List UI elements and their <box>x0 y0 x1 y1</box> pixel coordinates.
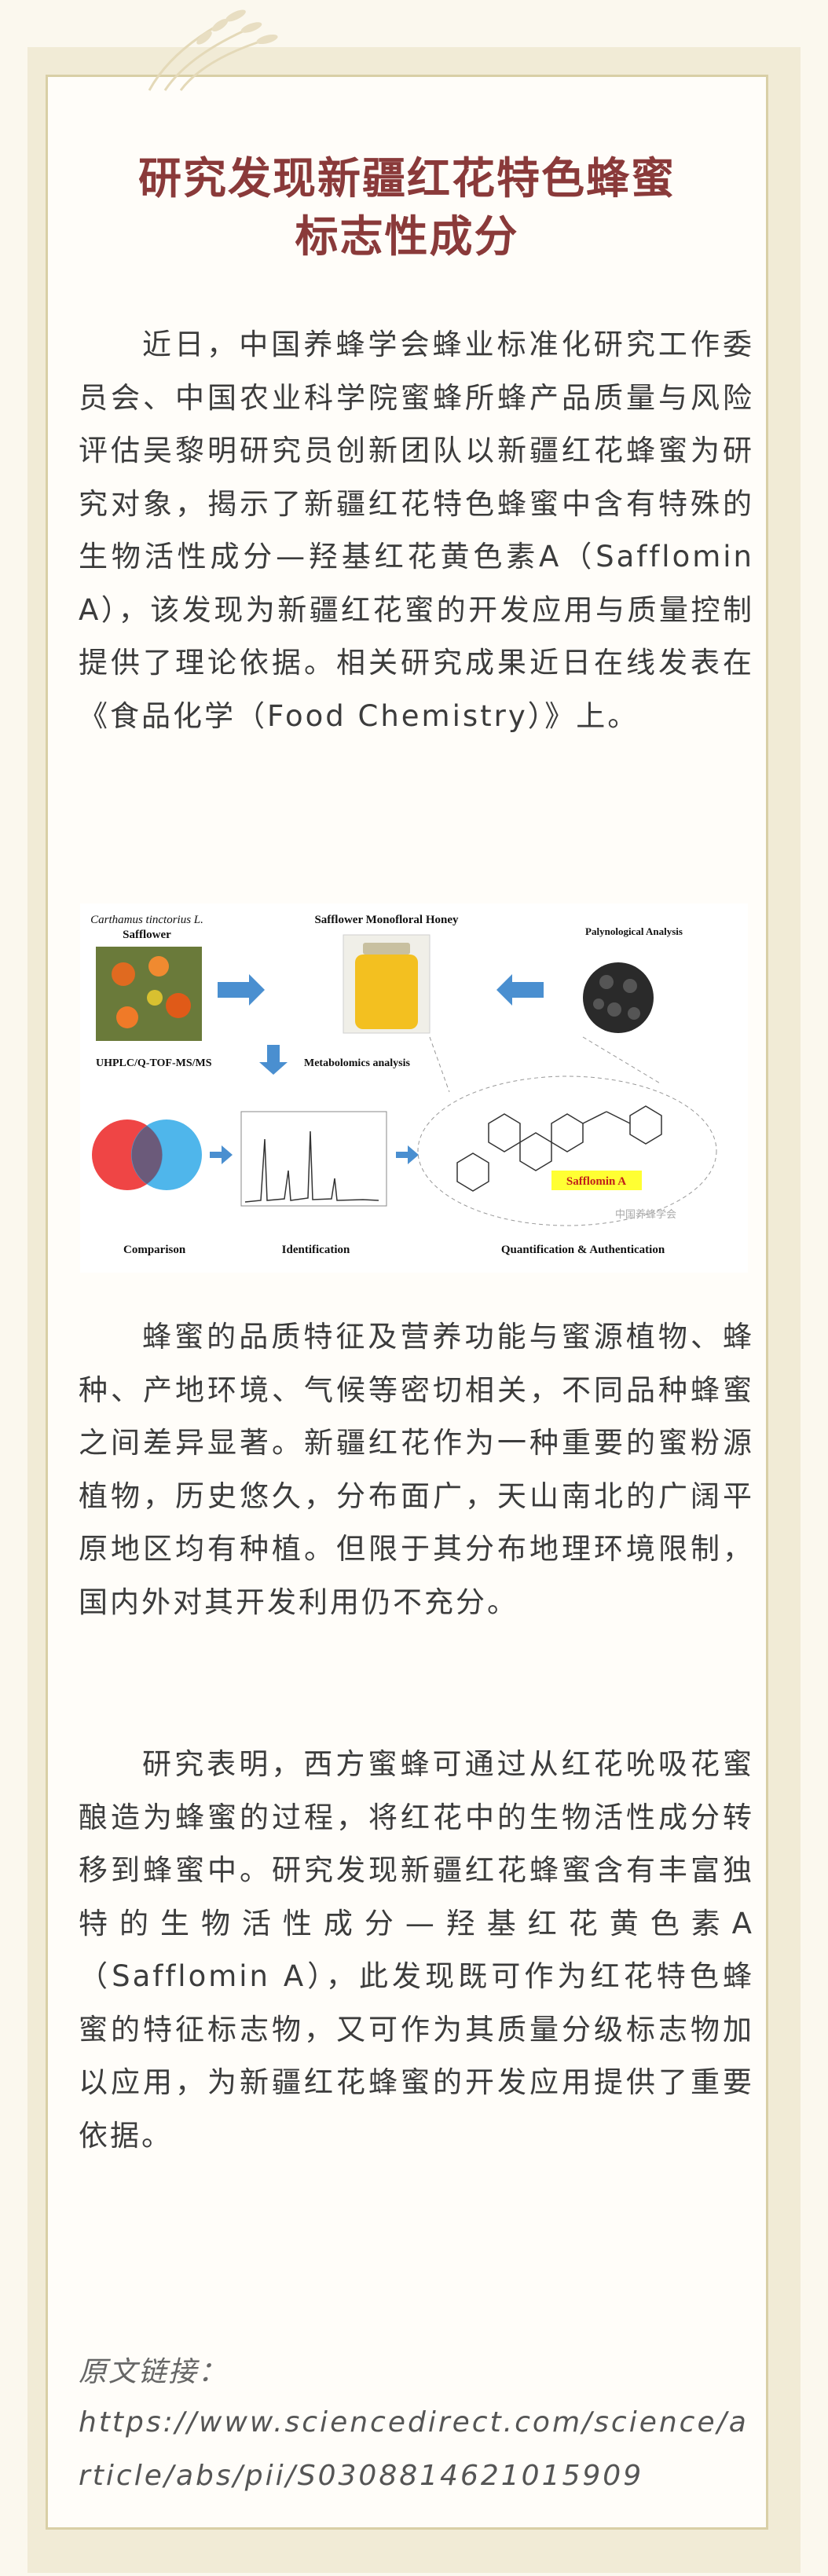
research-figure: Carthamus tinctorius L. Safflower Safflo… <box>80 903 748 1273</box>
watermark-text: 中国养蜂学会 <box>615 1208 676 1220</box>
title-line-1: 研究发现新疆红花特色蜂蜜 <box>137 153 676 203</box>
venn-diagram <box>92 1119 202 1190</box>
compound-highlight <box>551 1171 642 1190</box>
quantification-label: Quantification & Authentication <box>501 1244 665 1256</box>
comparison-label: Comparison <box>123 1244 186 1256</box>
paragraph-findings: 研究表明，西方蜜蜂可通过从红花吮吸花蜜酿造为蜂蜜的过程，将红花中的生物活性成分转… <box>79 1738 754 2162</box>
paragraph-background: 蜂蜜的品质特征及营养功能与蜜源植物、蜂种、产地环境、气候等密切相关，不同品种蜂蜜… <box>79 1310 754 1629</box>
honey-jar-icon <box>355 955 418 1029</box>
arrow-right-icon <box>218 974 265 1006</box>
arrow-right-icon-3 <box>396 1145 419 1164</box>
chromatogram-plot <box>240 1111 387 1207</box>
arrow-left-icon <box>496 974 544 1006</box>
identification-label: Identification <box>282 1244 350 1256</box>
paragraph-intro-text: 近日，中国养蜂学会蜂业标准化研究工作委员会、中国农业科学院蜜蜂所蜂产品质量与风险… <box>79 328 754 733</box>
article-card <box>46 75 768 2530</box>
paragraph-findings-text: 研究表明，西方蜜蜂可通过从红花吮吸花蜜酿造为蜂蜜的过程，将红花中的生物活性成分转… <box>79 1747 754 2153</box>
pollen-grain-icon <box>583 962 654 1033</box>
honey-label: Safflower Monofloral Honey <box>314 914 459 926</box>
metabolomics-label: Metabolomics analysis <box>304 1057 410 1069</box>
paragraph-intro: 近日，中国养蜂学会蜂业标准化研究工作委员会、中国农业科学院蜜蜂所蜂产品质量与风险… <box>79 318 754 742</box>
title-line-2: 标志性成分 <box>295 211 519 262</box>
paragraph-background-text: 蜂蜜的品质特征及营养功能与蜜源植物、蜂种、产地环境、气候等密切相关，不同品种蜂蜜… <box>79 1320 754 1619</box>
palynology-label: Palynological Analysis <box>585 925 683 937</box>
source-label: 原文链接： <box>79 2356 229 2388</box>
arrow-down-icon <box>259 1045 288 1075</box>
plant-common-label: Safflower <box>123 929 171 941</box>
compound-label: Safflomin A <box>566 1175 626 1188</box>
source-link[interactable]: https://www.sciencedirect.com/science/ar… <box>79 2406 749 2492</box>
molecule-structure <box>456 1105 662 1192</box>
method-label: UHPLC/Q-TOF-MS/MS <box>96 1057 212 1069</box>
wheat-ornament-icon <box>148 9 278 91</box>
plant-latin-label: Carthamus tinctorius L. <box>90 914 203 926</box>
arrow-right-icon-2 <box>210 1145 233 1164</box>
article-title: 研究发现新疆红花特色蜂蜜 标志性成分 <box>46 149 768 266</box>
